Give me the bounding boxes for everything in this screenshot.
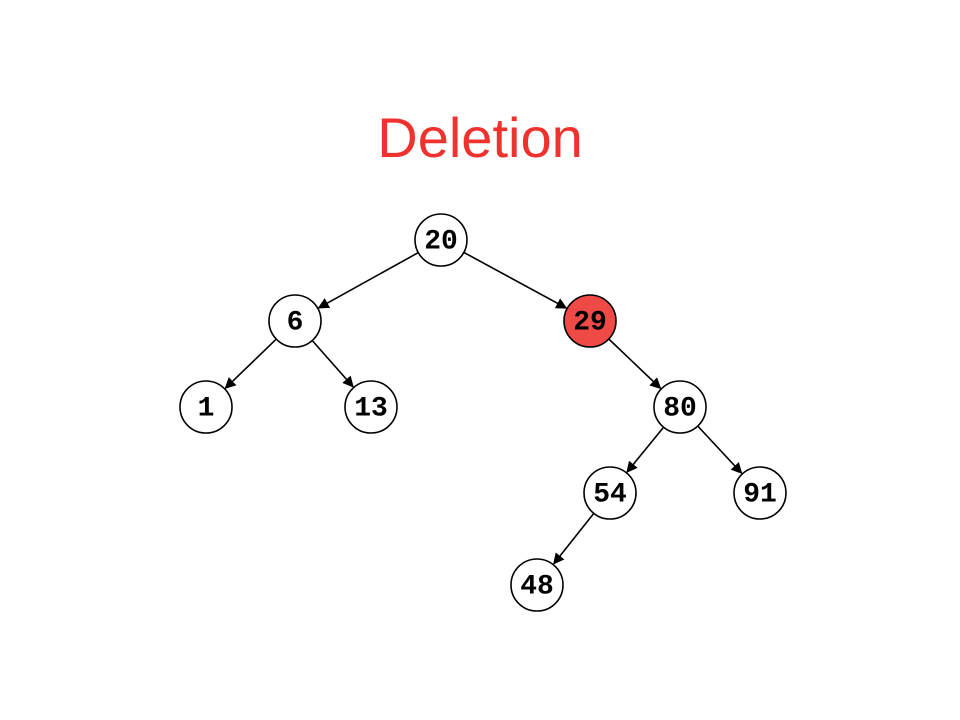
- tree-node-54: 54: [583, 466, 637, 520]
- node-label: 80: [663, 393, 697, 424]
- edge-54-to-48: [553, 512, 595, 565]
- node-circle-91: [733, 466, 787, 520]
- tree-node-91: 91: [733, 466, 787, 520]
- node-label: 13: [354, 393, 388, 424]
- slide-title: Deletion: [377, 106, 583, 169]
- node-label: 6: [287, 307, 304, 338]
- node-label: 29: [573, 307, 607, 338]
- node-label: 1: [198, 393, 215, 424]
- tree-edges: [224, 251, 743, 565]
- edge-20-to-6: [317, 251, 419, 309]
- tree-nodes: 20 6 29 1 13 80 54 91 48: [179, 213, 787, 612]
- edge-20-to-29: [463, 251, 568, 309]
- tree-node-6: 6: [268, 294, 322, 348]
- node-circle-80: [653, 380, 707, 434]
- node-label: 91: [743, 479, 777, 510]
- edge-6-to-1: [224, 338, 277, 389]
- edge-29-to-80: [608, 338, 662, 390]
- node-circle-13: [344, 380, 398, 434]
- edge-80-to-54: [626, 426, 665, 473]
- tree-node-1: 1: [179, 380, 233, 434]
- node-circle-6: [268, 294, 322, 348]
- tree-node-20: 20: [414, 213, 468, 267]
- node-label: 20: [424, 226, 458, 257]
- node-circle-48: [510, 558, 564, 612]
- edge-6-to-13: [311, 339, 354, 388]
- edge-80-to-91: [697, 425, 743, 475]
- node-circle-54: [583, 466, 637, 520]
- node-label: 54: [593, 479, 627, 510]
- tree-node-13: 13: [344, 380, 398, 434]
- node-label: 48: [520, 571, 554, 602]
- tree-node-29: 29: [563, 294, 617, 348]
- tree-node-48: 48: [510, 558, 564, 612]
- tree-node-80: 80: [653, 380, 707, 434]
- node-circle-29: [563, 294, 617, 348]
- node-circle-1: [179, 380, 233, 434]
- node-circle-20: [414, 213, 468, 267]
